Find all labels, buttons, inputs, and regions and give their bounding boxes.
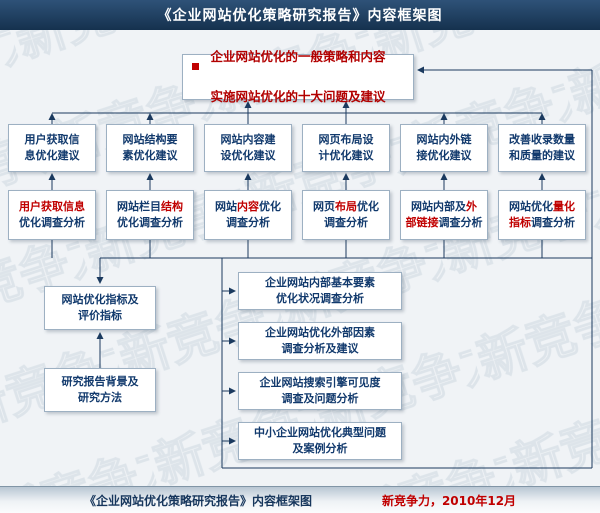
method-text: 研究报告背景及 研究方法 (61, 374, 139, 405)
analysis-box-4: 中小企业网站优化典型问题 及案例分析 (238, 422, 402, 460)
recommendation-text-1: 用户获取信 息优化建议 (24, 132, 80, 163)
analysis-text-4: 中小企业网站优化典型问题 及案例分析 (254, 425, 386, 456)
survey-box-1: 用户获取信息 优化调查分析 (8, 190, 96, 240)
analysis-box-3: 企业网站搜索引擎可见度 调查及问题分析 (238, 372, 402, 410)
red-square-icon (192, 63, 199, 70)
survey-text-6: 网站优化量化 指标调查分析 (509, 199, 575, 230)
analysis-text-1: 企业网站内部基本要素 优化状况调查分析 (265, 275, 375, 306)
survey-text-3: 网站内容优化 调查分析 (215, 199, 281, 230)
header-bar: 《企业网站优化策略研究报告》内容框架图 (0, 0, 600, 30)
survey-box-5: 网站内部及外 部链接调查分析 (400, 190, 488, 240)
recommendation-text-3: 网站内容建 设优化建议 (220, 132, 276, 163)
survey-text-1: 用户获取信息 优化调查分析 (19, 199, 85, 230)
survey-box-6: 网站优化量化 指标调查分析 (498, 190, 586, 240)
recommendation-text-4: 网页布局设 计优化建议 (318, 132, 374, 163)
summary-line-2: 实施网站优化的十大问题及建议 (210, 89, 386, 104)
recommendation-text-5: 网站内外链 接优化建议 (416, 132, 472, 163)
survey-text-5: 网站内部及外 部链接调查分析 (405, 199, 483, 230)
recommendation-text-6: 改善收录数量 和质量的建议 (509, 132, 575, 163)
recommendation-box-6: 改善收录数量 和质量的建议 (498, 124, 586, 172)
page-title: 《企业网站优化策略研究报告》内容框架图 (157, 8, 443, 24)
survey-text-4: 网页布局优化 调查分析 (313, 199, 379, 230)
recommendation-box-3: 网站内容建 设优化建议 (204, 124, 292, 172)
analysis-text-2: 企业网站优化外部因素 调查分析及建议 (265, 325, 375, 356)
footer-caption: 《企业网站优化策略研究报告》内容框架图 (83, 493, 312, 508)
survey-box-4: 网页布局优化 调查分析 (302, 190, 390, 240)
recommendation-box-1: 用户获取信 息优化建议 (8, 124, 96, 172)
summary-text: 企业网站优化的一般策略和内容 实施网站优化的十大问题及建议 (210, 27, 385, 127)
survey-box-2: 网站栏目结构 优化调查分析 (106, 190, 194, 240)
summary-box: 企业网站优化的一般策略和内容 实施网站优化的十大问题及建议 (182, 49, 414, 104)
footer-bar: 《企业网站优化策略研究报告》内容框架图 新竞争力，2010年12月 (0, 486, 600, 513)
recommendation-box-4: 网页布局设 计优化建议 (302, 124, 390, 172)
analysis-box-2: 企业网站优化外部因素 调查分析及建议 (238, 322, 402, 360)
summary-line-1: 企业网站优化的一般策略和内容 (210, 49, 386, 64)
method-box: 研究报告背景及 研究方法 (44, 368, 156, 412)
indicator-text: 网站优化指标及 评价指标 (61, 292, 139, 323)
analysis-text-3: 企业网站搜索引擎可见度 调查及问题分析 (259, 375, 381, 406)
recommendation-text-2: 网站结构要 素优化建议 (122, 132, 178, 163)
survey-box-3: 网站内容优化 调查分析 (204, 190, 292, 240)
footer-credit: 新竞争力，2010年12月 (381, 493, 517, 508)
recommendation-box-5: 网站内外链 接优化建议 (400, 124, 488, 172)
recommendation-box-2: 网站结构要 素优化建议 (106, 124, 194, 172)
indicator-box: 网站优化指标及 评价指标 (44, 286, 156, 330)
analysis-box-1: 企业网站内部基本要素 优化状况调查分析 (238, 272, 402, 310)
survey-text-2: 网站栏目结构 优化调查分析 (117, 199, 183, 230)
